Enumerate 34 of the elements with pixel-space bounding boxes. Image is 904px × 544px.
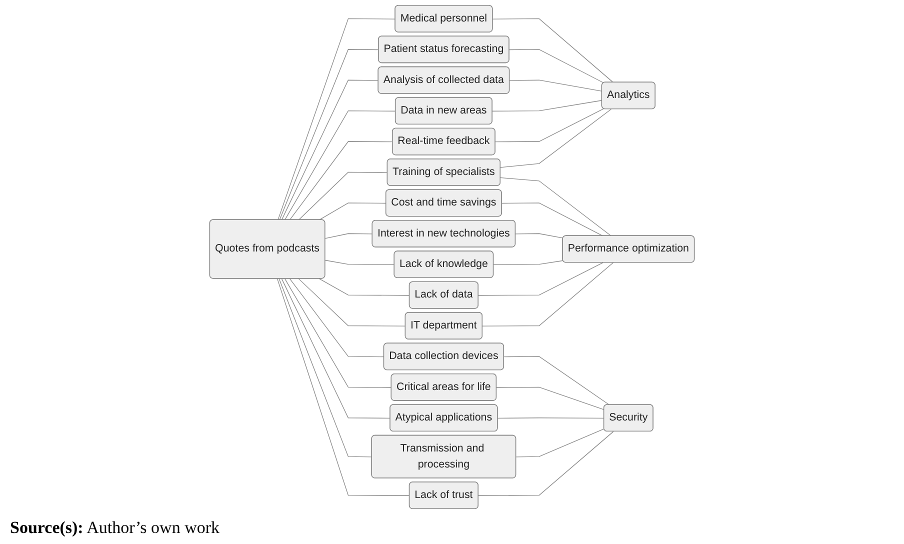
- connector: [478, 262, 604, 296]
- connector: [504, 356, 610, 406]
- connector: [324, 260, 395, 265]
- connector: [318, 278, 410, 296]
- connector: [495, 108, 604, 142]
- connector: [516, 428, 604, 458]
- connector: [509, 49, 604, 84]
- connector: [279, 49, 380, 220]
- connector: [298, 278, 406, 326]
- connector: [276, 278, 410, 496]
- connector: [482, 262, 614, 326]
- connector: [502, 202, 604, 236]
- connector: [298, 172, 388, 220]
- connector: [289, 141, 393, 220]
- connector: [318, 202, 386, 220]
- connector: [492, 18, 614, 83]
- connector: [493, 260, 564, 265]
- connector: [492, 100, 602, 112]
- connector: [478, 431, 614, 496]
- connector: [496, 386, 604, 410]
- connector: [497, 418, 604, 419]
- caption: Source(s): Author’s own work: [10, 518, 220, 538]
- connector: [278, 278, 372, 458]
- connector: [289, 278, 384, 358]
- connector: [284, 110, 396, 220]
- connector: [515, 233, 564, 238]
- connector: [281, 278, 391, 419]
- connector: [500, 177, 612, 236]
- connector: [500, 108, 612, 168]
- connector: [284, 278, 392, 388]
- connector: [281, 80, 379, 220]
- connector: [278, 18, 396, 220]
- connector: [324, 233, 373, 239]
- connector: [509, 80, 602, 92]
